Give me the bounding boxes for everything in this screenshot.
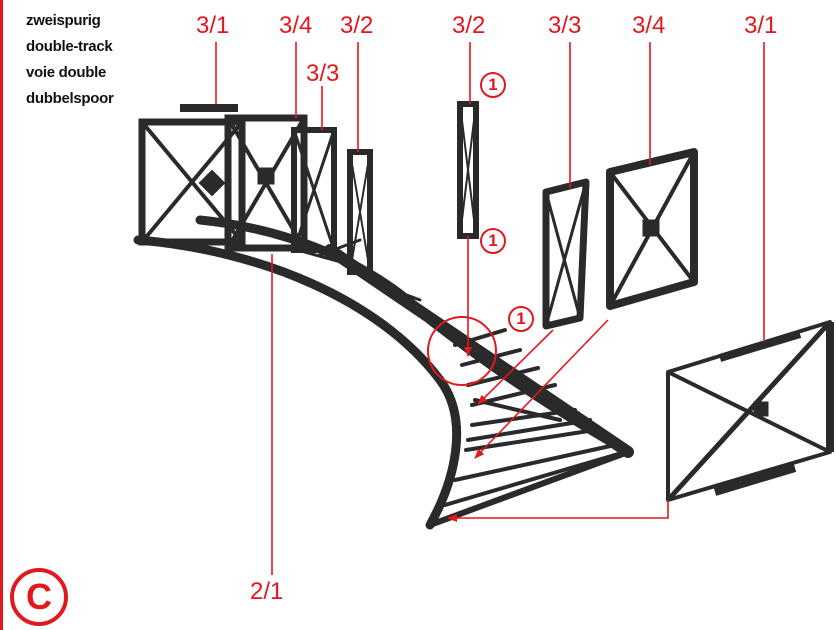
portal-frame-3-4-loose (606, 148, 698, 310)
label-part-3-4-right: 3/4 (632, 12, 666, 39)
portal-frame-3-2-loose (457, 101, 479, 239)
track-type-de: zweispurig (26, 12, 101, 29)
leader-lines (215, 42, 765, 575)
callout-1-top: 1 (480, 72, 506, 98)
callout-1-detail: 1 (508, 306, 534, 332)
mounting-arrows (447, 236, 669, 522)
label-part-3-1-left: 3/1 (196, 12, 230, 39)
detail-circle (427, 316, 497, 386)
callout-1-middle: 1 (480, 228, 506, 254)
bridge-base-2-1 (133, 215, 634, 530)
track-type-nl: dubbelspoor (26, 90, 114, 107)
track-type-en: double-track (26, 38, 113, 55)
portal-frame-3-3-assembled (291, 127, 337, 253)
step-badge: C (10, 568, 68, 626)
label-part-3-3-left: 3/3 (306, 60, 340, 87)
label-part-3-1-right: 3/1 (744, 12, 778, 39)
label-part-3-3-right: 3/3 (548, 12, 582, 39)
label-part-2-1: 2/1 (250, 578, 284, 605)
portal-frame-3-1-loose (666, 320, 834, 502)
portal-frame-3-4-assembled (224, 114, 308, 252)
portal-frame-3-3-loose (542, 178, 590, 330)
label-part-3-2-right: 3/2 (452, 12, 486, 39)
label-part-3-4-left: 3/4 (279, 12, 313, 39)
portal-frame-3-2-assembled (347, 149, 373, 275)
page-edge-rule (0, 0, 3, 630)
label-part-3-2-left: 3/2 (340, 12, 374, 39)
track-type-fr: voie double (26, 64, 107, 81)
